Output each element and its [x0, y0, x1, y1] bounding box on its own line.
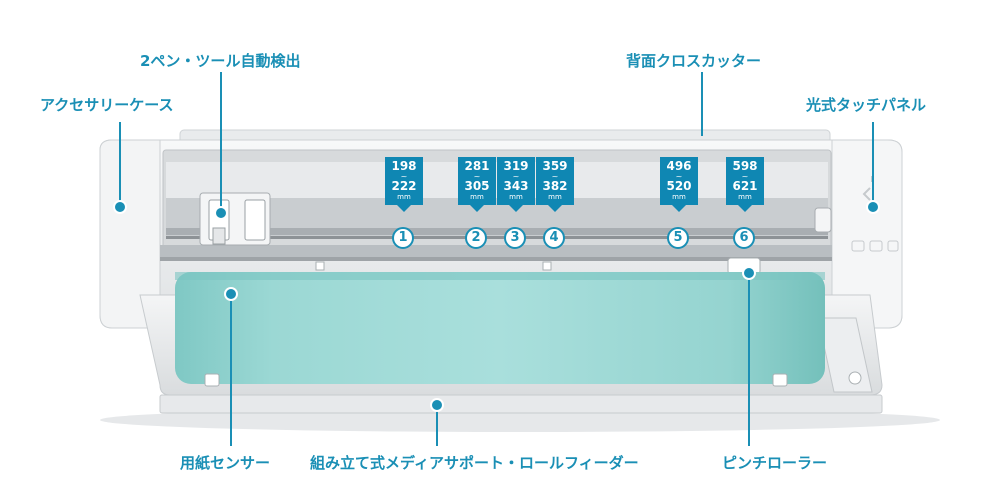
leader-pinch-roller — [748, 272, 750, 446]
leader-roll-feeder — [436, 404, 438, 446]
media-roll-top — [175, 272, 825, 280]
leader-auto-detect — [220, 72, 222, 210]
width-tag-3: 319 ~ 343 mm — [497, 157, 535, 212]
platen-edge — [160, 257, 832, 261]
marker-dot-auto-detect — [214, 206, 228, 220]
width-tag-min: 319 — [503, 159, 529, 173]
position-number-2: 2 — [465, 227, 487, 249]
width-tag-tilde: ~ — [512, 172, 520, 181]
right-roller-block — [814, 207, 832, 233]
control-panel-housing — [831, 139, 903, 329]
label-accessory-case: アクセサリーケース — [40, 96, 174, 114]
width-tag-2: 281 ~ 305 mm — [458, 157, 496, 212]
tray-lip — [159, 394, 883, 414]
width-tag-6: 598 ~ 621 mm — [726, 157, 764, 212]
label-paper-sensor: 用紙センサー — [180, 454, 271, 472]
panel-button-3 — [887, 240, 899, 252]
media-roll — [175, 272, 825, 384]
width-tag-tilde: ~ — [741, 172, 749, 181]
platen — [160, 245, 832, 257]
width-tag-min: 281 — [464, 159, 490, 173]
roll-clip-left — [204, 373, 220, 387]
width-tag-max: 222 — [391, 179, 417, 193]
position-number-4: 4 — [543, 227, 565, 249]
leader-paper-sensor — [230, 292, 232, 446]
support-roller — [848, 371, 862, 385]
width-tag-max: 382 — [542, 179, 568, 193]
position-number-1: 1 — [392, 227, 414, 249]
marker-dot-pinch-roller — [742, 266, 756, 280]
width-tag-tilde: ~ — [473, 172, 481, 181]
width-tag-unit: mm — [397, 193, 411, 201]
width-tag-unit: mm — [548, 193, 562, 201]
leader-cross-cutter — [701, 72, 703, 136]
marker-dot-paper-sensor — [224, 287, 238, 301]
label-auto-detect-tool: 2ペン・ツール自動検出 — [140, 52, 301, 70]
width-tag-min: 496 — [666, 159, 692, 173]
width-tag-4: 359 ~ 382 mm — [536, 157, 574, 212]
label-roll-feeder: 組み立て式メディアサポート・ロールフィーダー — [310, 454, 639, 472]
width-tag-tilde: ~ — [400, 172, 408, 181]
leader-touch-panel — [872, 122, 874, 208]
width-tag-unit: mm — [509, 193, 523, 201]
width-tag-5: 496 ~ 520 mm — [660, 157, 698, 212]
blade — [212, 227, 226, 245]
panel-left-arrow — [862, 187, 871, 201]
rail-edge — [166, 236, 828, 239]
width-tag-unit: mm — [470, 193, 484, 201]
width-tag-min: 598 — [732, 159, 758, 173]
clip-2 — [542, 261, 552, 271]
leader-accessory-case — [119, 122, 121, 208]
width-tag-unit: mm — [672, 193, 686, 201]
panel-button-1 — [851, 240, 865, 252]
floor-shadow — [100, 408, 940, 432]
label-rear-cross-cutter: 背面クロスカッター — [626, 52, 762, 70]
marker-dot-touch-panel — [866, 200, 880, 214]
position-number-3: 3 — [504, 227, 526, 249]
width-tag-1: 198 ~ 222 mm — [385, 157, 423, 212]
panel-button-2 — [869, 240, 883, 252]
width-tag-max: 343 — [503, 179, 529, 193]
width-tag-min: 359 — [542, 159, 568, 173]
width-tag-max: 520 — [666, 179, 692, 193]
label-touch-panel: 光式タッチパネル — [806, 96, 927, 114]
width-tag-max: 305 — [464, 179, 490, 193]
rail — [166, 228, 828, 235]
position-number-5: 5 — [667, 227, 689, 249]
width-tag-max: 621 — [732, 179, 758, 193]
width-tag-unit: mm — [738, 193, 752, 201]
width-tag-tilde: ~ — [675, 172, 683, 181]
roll-clip-right — [772, 373, 788, 387]
tool-holder-2 — [244, 199, 266, 241]
marker-dot-roll-feeder — [430, 398, 444, 412]
label-pinch-roller: ピンチローラー — [722, 454, 828, 472]
clip-1 — [315, 261, 325, 271]
position-number-6: 6 — [733, 227, 755, 249]
marker-dot-accessory-case — [113, 200, 127, 214]
width-tag-tilde: ~ — [551, 172, 559, 181]
width-tag-min: 198 — [391, 159, 417, 173]
